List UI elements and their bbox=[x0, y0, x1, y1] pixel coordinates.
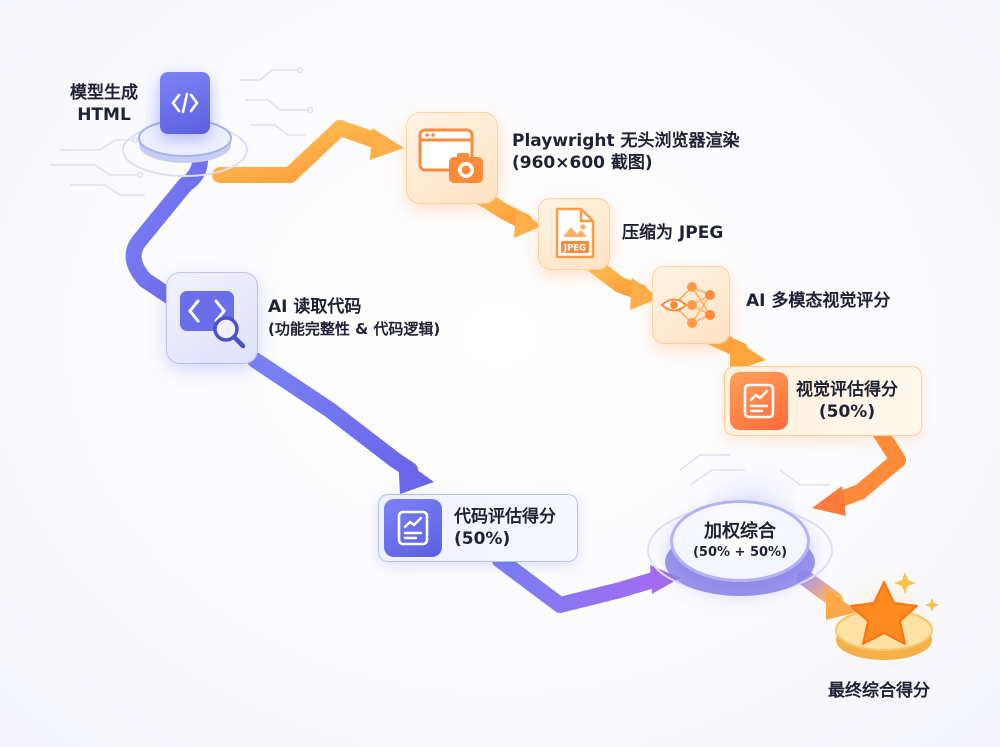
flow-path-visual-branch bbox=[212, 120, 388, 183]
chart-report-icon bbox=[384, 499, 442, 557]
render-title: Playwright 无头浏览器渲染 bbox=[512, 131, 740, 151]
code-score-sub: (50%) bbox=[454, 529, 511, 549]
code-file-icon bbox=[160, 72, 210, 134]
code-score-title: 代码评估得分 bbox=[454, 507, 556, 527]
render-sub: (960×600 截图) bbox=[512, 153, 653, 173]
arrowhead-to-weighted-from-visual bbox=[812, 486, 846, 516]
visual-score-sub: (50%) bbox=[818, 402, 876, 422]
browser-camera-icon bbox=[418, 128, 483, 183]
weighted-node: 加权综合 (50% + 50%) bbox=[670, 500, 810, 582]
source-label-line1: 模型生成 bbox=[70, 83, 138, 103]
arrowhead-to-visual-score bbox=[730, 336, 766, 372]
ai-visual-label: AI 多模态视觉评分 bbox=[746, 291, 891, 311]
ai-read-title: AI 读取代码 bbox=[268, 297, 362, 317]
code-score-pill: 代码评估得分 (50%) bbox=[378, 494, 578, 562]
compress-label: 压缩为 JPEG bbox=[622, 223, 724, 243]
neural-network-eye-icon bbox=[660, 282, 715, 328]
weighted-title: 加权综合 bbox=[704, 521, 776, 542]
arrowhead-to-final bbox=[826, 588, 858, 620]
visual-score-title: 视觉评估得分 bbox=[796, 380, 898, 400]
arrowhead-to-weighted-from-code bbox=[650, 565, 680, 594]
chart-report-icon bbox=[730, 372, 788, 430]
visual-score-pill: 视觉评估得分 (50%) bbox=[724, 366, 922, 436]
arrowhead-to-code-score bbox=[398, 456, 434, 494]
weighted-sub: (50% + 50%) bbox=[692, 545, 788, 560]
render-label: Playwright 无头浏览器渲染 (960×600 截图) bbox=[512, 130, 740, 174]
jpeg-badge: JPEG bbox=[563, 244, 586, 254]
ai-read-sub: (功能完整性 & 代码逻辑) bbox=[268, 320, 441, 338]
ai-visual-card bbox=[652, 266, 730, 344]
star-icon bbox=[850, 581, 918, 645]
ai-read-label: AI 读取代码 (功能完整性 & 代码逻辑) bbox=[268, 296, 440, 340]
source-label: 模型生成 HTML bbox=[70, 82, 138, 126]
arrowhead-to-compress bbox=[514, 208, 542, 238]
circuit-decoration bbox=[50, 66, 830, 486]
final-label: 最终综合得分 bbox=[828, 681, 930, 701]
compress-card: JPEG bbox=[538, 198, 610, 270]
arrowhead-to-render bbox=[370, 128, 404, 160]
render-card bbox=[406, 112, 498, 204]
sparkle-icons bbox=[894, 572, 939, 612]
flow-path-code-weighted bbox=[492, 552, 668, 613]
arrowhead-to-ai-visual bbox=[630, 278, 660, 310]
flow-path-code-branch bbox=[125, 132, 208, 308]
flow-path-visual-weighted bbox=[830, 424, 906, 508]
source-label-line2: HTML bbox=[77, 105, 131, 125]
ai-read-card bbox=[166, 272, 258, 364]
jpeg-file-icon: JPEG bbox=[555, 207, 595, 259]
flow-path-read-score bbox=[247, 352, 418, 478]
code-search-icon bbox=[180, 291, 246, 349]
